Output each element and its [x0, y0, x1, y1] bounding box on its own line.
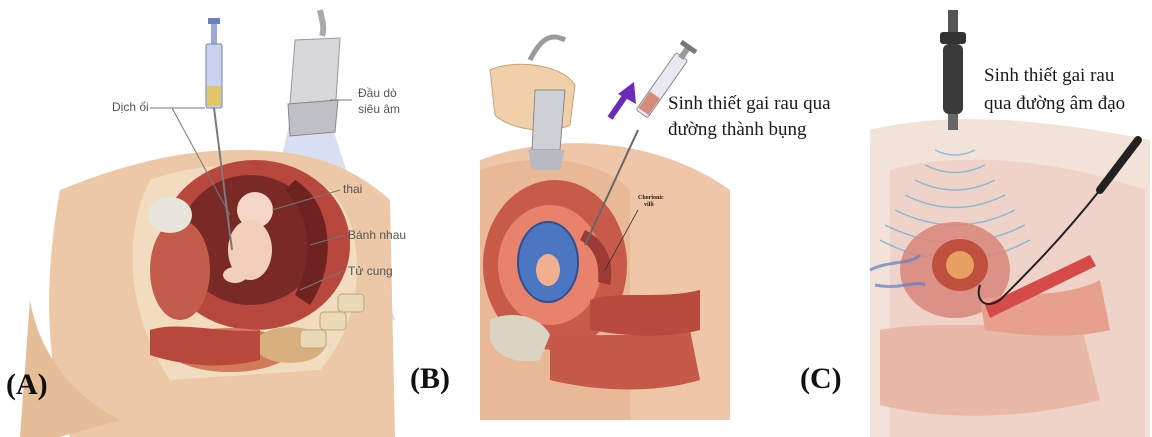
bladder [148, 197, 192, 233]
panel-letter-c: (C) [800, 362, 842, 396]
label-uterus: Tử cung [348, 264, 393, 278]
arrow-up-icon [610, 82, 636, 118]
caption-c-line2: qua đường âm đạo [984, 92, 1125, 116]
label-probe-line2: siêu âm [358, 102, 400, 116]
label-placenta: Bánh nhau [348, 228, 406, 242]
label-probe: Đầu dò [358, 86, 397, 100]
panel-c-transcervical-cvs: Sinh thiết gai rau qua đường âm đạo (C) [800, 0, 1152, 437]
embryo [946, 251, 974, 279]
embryo [536, 254, 560, 286]
label-fetus: thai [343, 182, 362, 196]
colon [590, 290, 700, 336]
panel-a-illustration [0, 0, 400, 437]
intestines [550, 330, 700, 389]
villi-label-line1: Chorionic [638, 195, 664, 201]
panel-letter-a: (A) [6, 368, 48, 402]
label-amniotic-fluid: Dịch ối [112, 100, 149, 114]
ultrasound-probe-icon [940, 10, 966, 130]
caption-c-line1: Sinh thiết gai rau [984, 64, 1114, 88]
caption-b-line2: đường thành bụng [668, 118, 807, 142]
panel-letter-b: (B) [410, 362, 450, 396]
panel-b-transabdominal-cvs: Sinh thiết gai rau qua đường thành bụng … [400, 0, 800, 437]
hand-probe-icon [490, 37, 575, 170]
villi-label-line2: villi [644, 202, 654, 208]
panel-a-amniocentesis: Dịch ối Đầu dò siêu âm thai Bánh nhau Tử… [0, 0, 400, 437]
panel-b-illustration [400, 0, 800, 437]
ultrasound-probe-icon [288, 10, 340, 136]
